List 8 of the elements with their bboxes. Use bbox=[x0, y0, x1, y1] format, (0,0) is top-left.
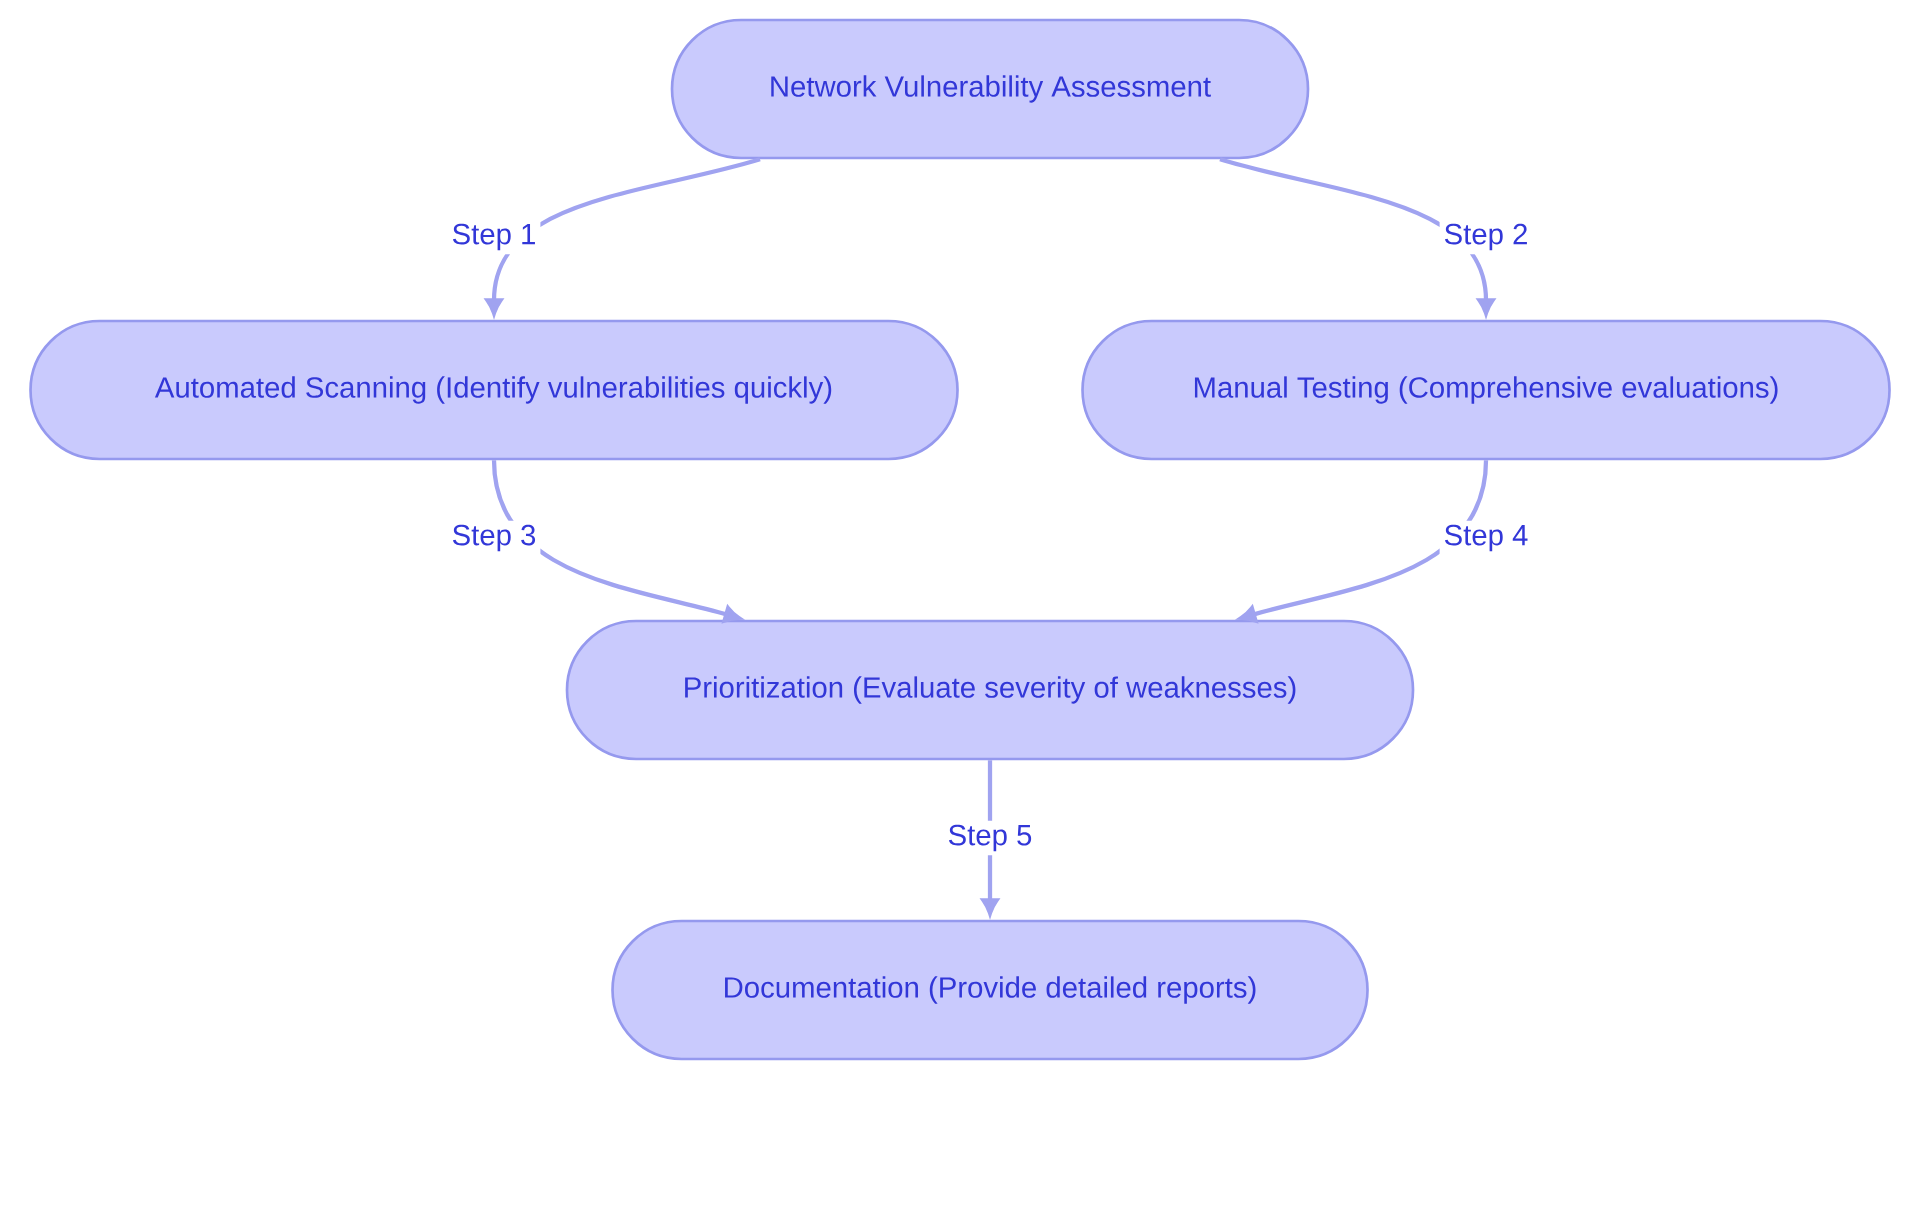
process-box: Network Vulnerability Assessment bbox=[670, 18, 1310, 160]
edge-label: Step 5 bbox=[943, 820, 1037, 856]
process-box: Documentation (Provide detailed reports) bbox=[611, 919, 1369, 1061]
process-box: Automated Scanning (Identify vulnerabilities quickly) bbox=[29, 319, 959, 461]
process-box: Manual Testing (Comprehensive evaluations) bbox=[1081, 319, 1891, 461]
edge-label: Step 2 bbox=[1439, 219, 1533, 255]
process-box: Prioritization (Evaluate severity of weaknesses) bbox=[565, 619, 1415, 761]
edge-label: Step 1 bbox=[447, 219, 541, 255]
